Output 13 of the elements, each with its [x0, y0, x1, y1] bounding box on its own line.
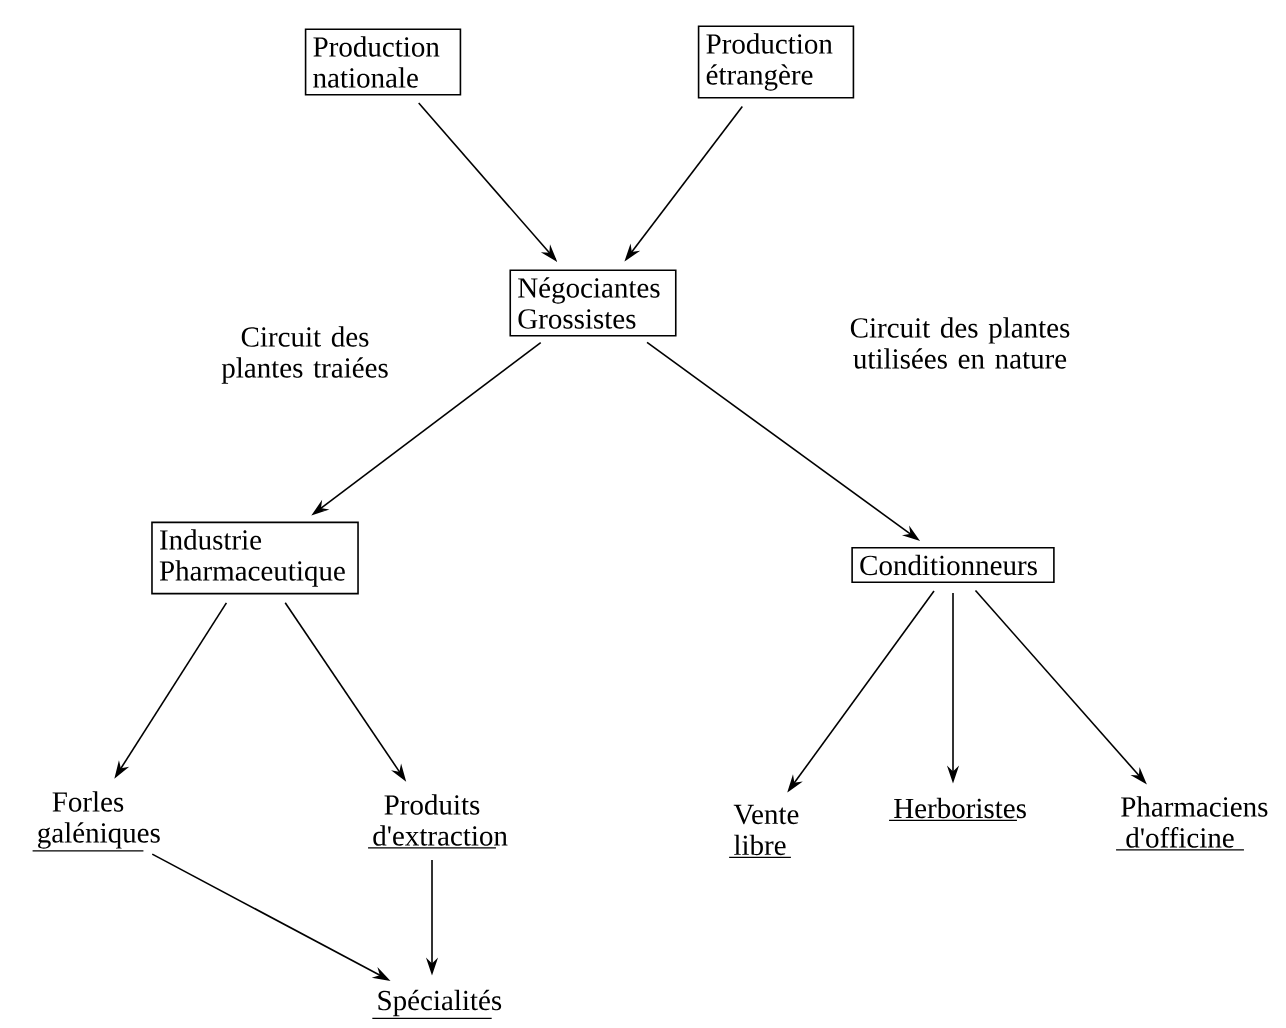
process-box: Production étrangère [697, 25, 855, 99]
underlined-label: Spécialités [371, 989, 502, 1020]
underlined-label: Produits d'extraction [367, 794, 508, 849]
process-box: Industrie Pharmaceutique [151, 521, 359, 595]
process-box: Négociantes Grossistes [509, 269, 677, 337]
underlined-label: Forles galéniques [31, 791, 160, 852]
process-box: Conditionneurs [851, 547, 1055, 583]
edge-label: Circuit des plantes traiées [221, 326, 388, 384]
edge-label: Circuit des plantes utilisées en nature [850, 317, 1070, 369]
underlined-label: Herboristes [888, 797, 1026, 822]
underlined-label: Vente libre [728, 804, 799, 859]
process-box: Production nationale [304, 28, 462, 96]
underlined-label: Pharmaciens d'officine [1115, 796, 1268, 851]
